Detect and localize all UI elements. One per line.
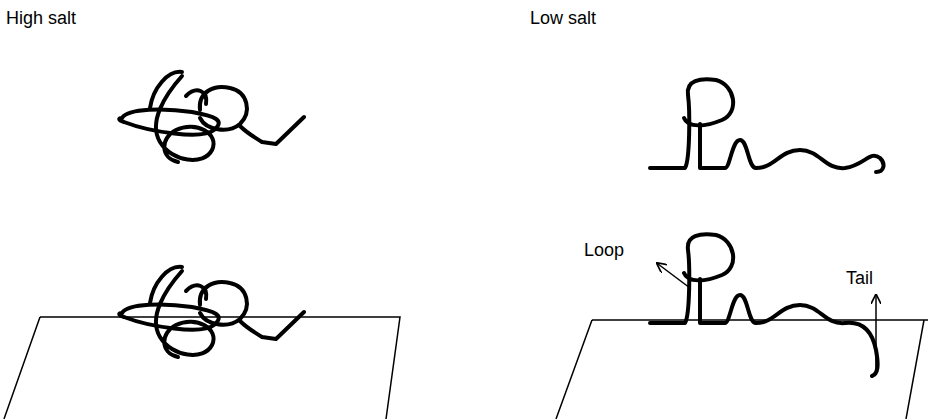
part-label: Loop [584, 240, 624, 262]
leader-arrow [875, 296, 877, 372]
polymer-coil [119, 267, 304, 357]
polymer-chain [650, 234, 878, 376]
panel-heading: Low salt [530, 8, 596, 30]
polymer-coil [119, 72, 304, 162]
panel-heading: High salt [6, 8, 76, 30]
surface-plane [4, 317, 400, 419]
polymer-chain [650, 79, 883, 172]
leader-arrow [658, 264, 690, 288]
part-label: Tail [846, 268, 873, 290]
